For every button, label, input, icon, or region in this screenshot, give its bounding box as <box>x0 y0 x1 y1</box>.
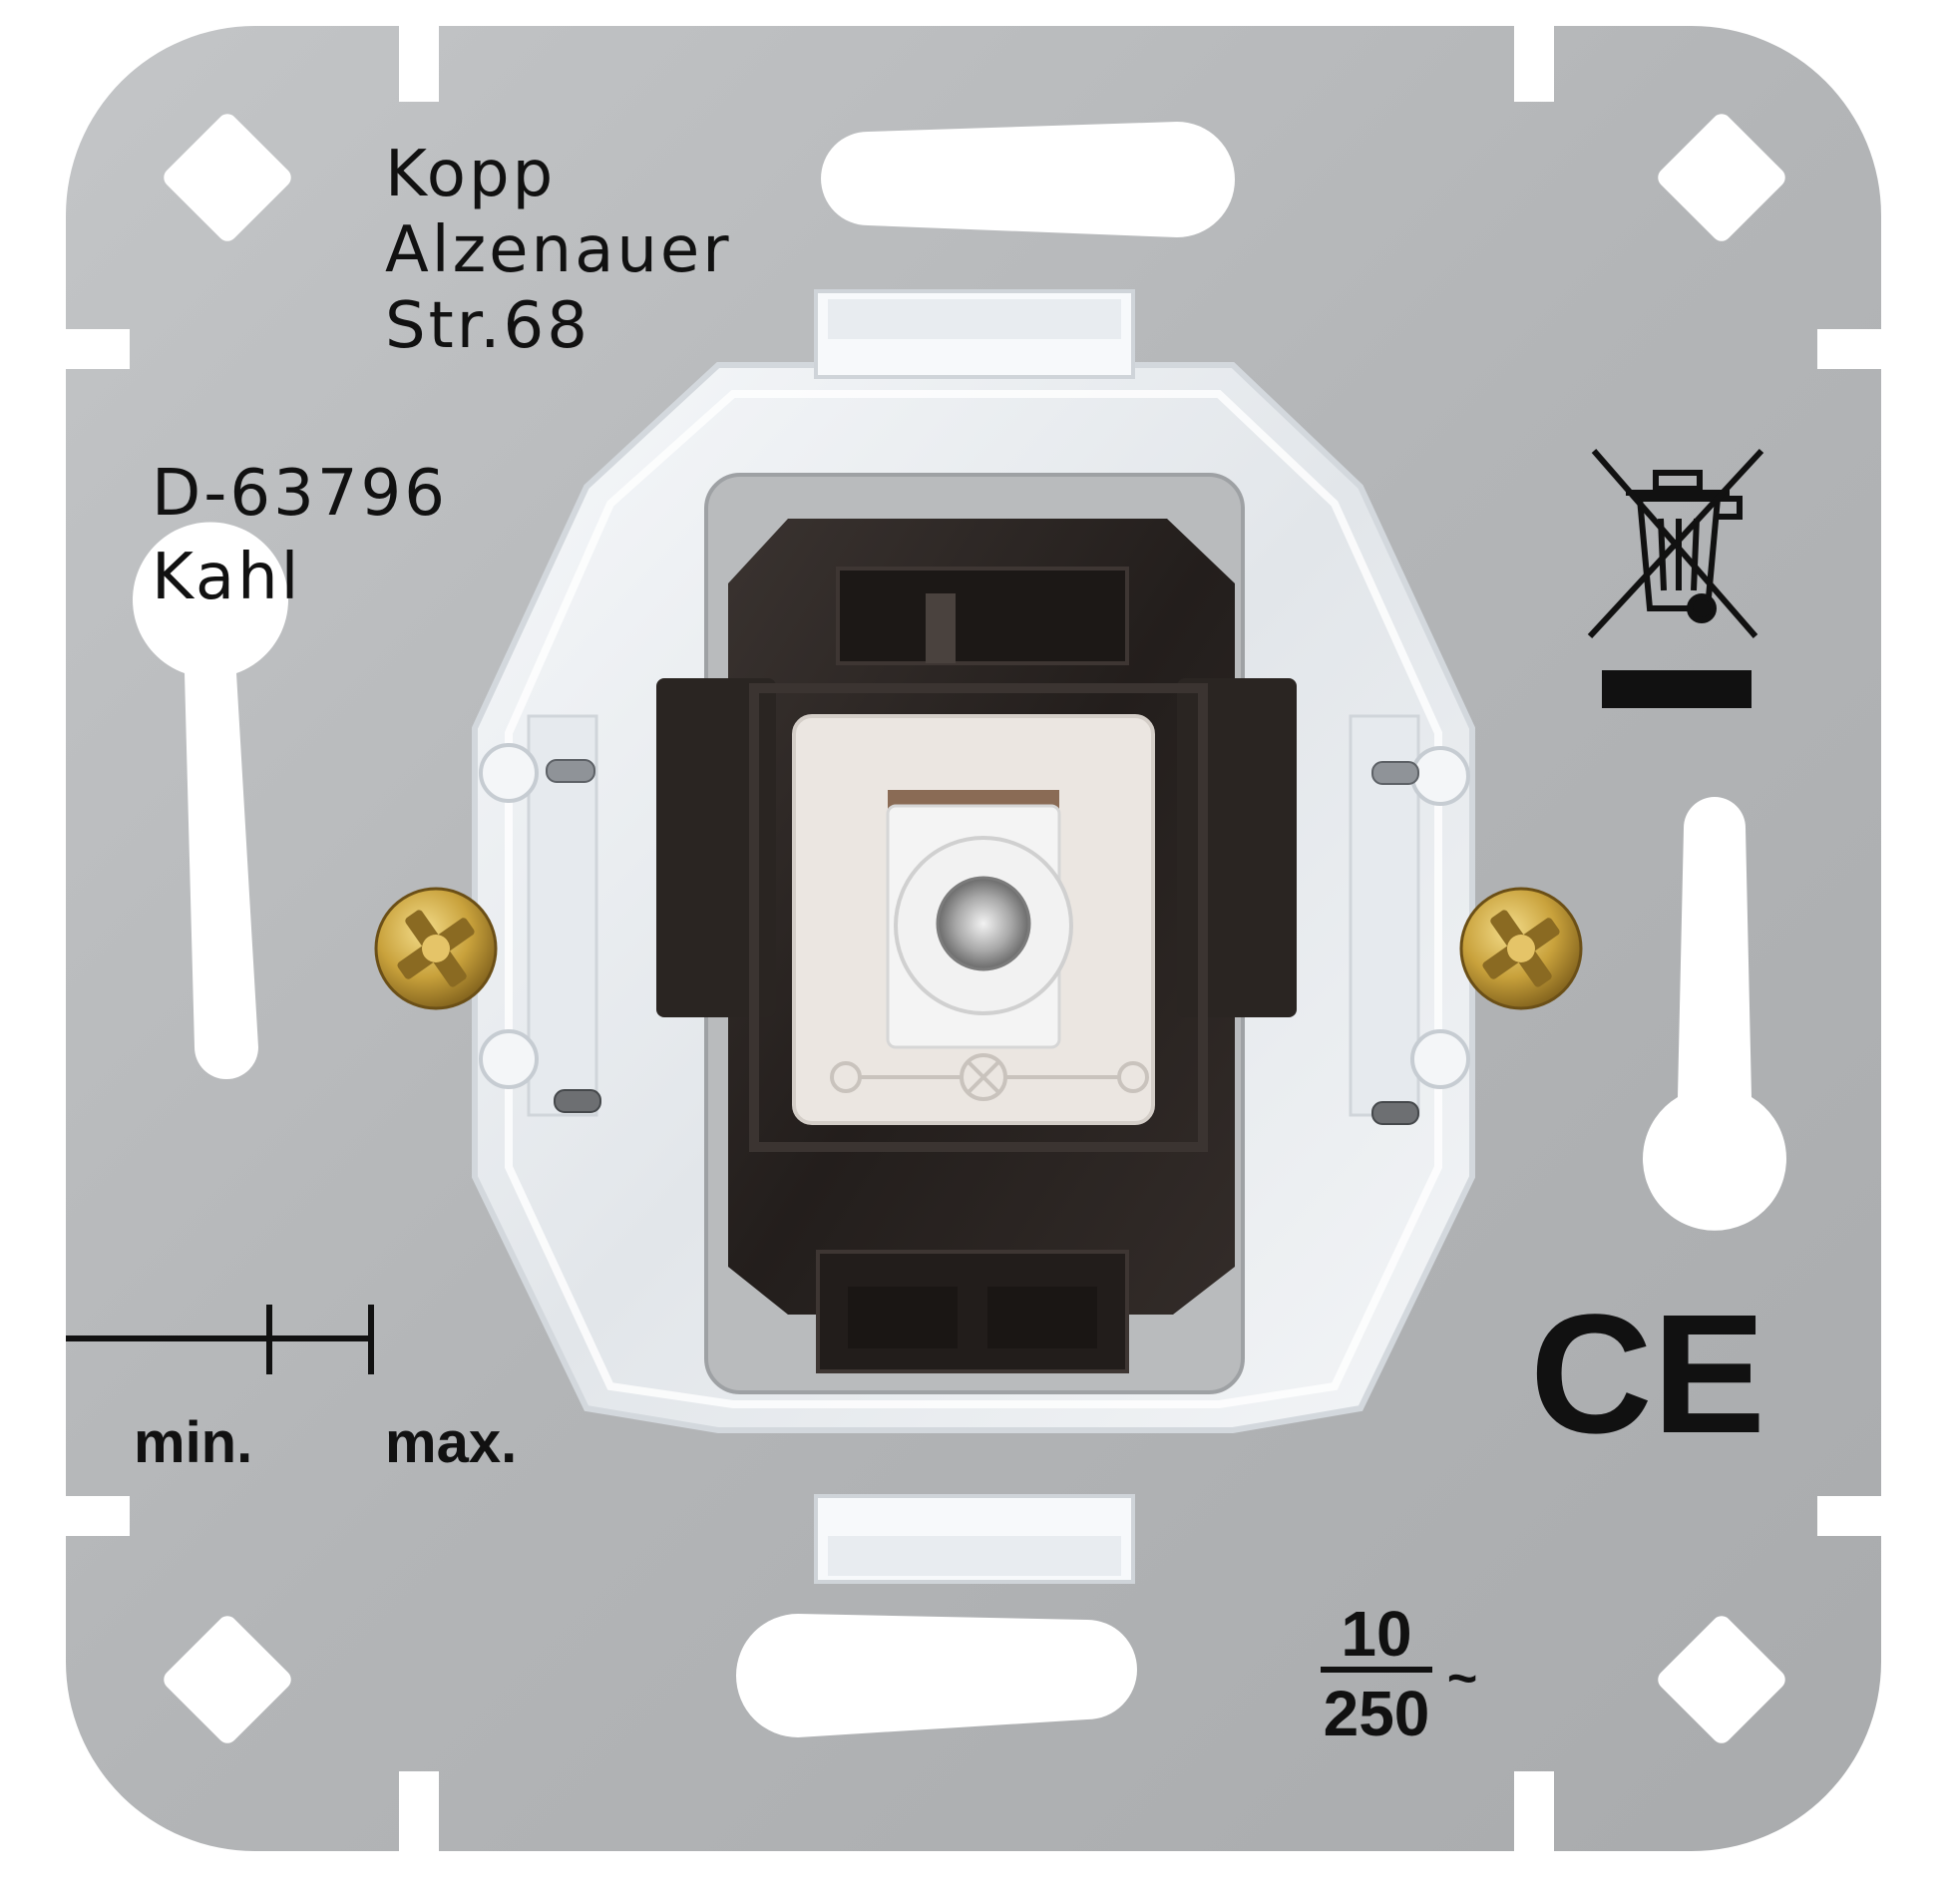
right-notch-bottom <box>1817 1496 1887 1536</box>
ce-mark-text: CE <box>1530 1280 1765 1469</box>
pin-left-bottom <box>554 1089 601 1113</box>
corner-hole-top-right <box>1658 114 1785 241</box>
mechanism-rim <box>749 683 1208 1152</box>
rating-voltage: 250 <box>1324 1678 1430 1749</box>
frame-hole-left-bottom <box>479 1029 539 1089</box>
rating-current: 10 <box>1341 1598 1411 1670</box>
bottom-notch-left <box>399 1771 439 1857</box>
pin-right-bottom <box>1371 1101 1419 1125</box>
left-notch-top <box>60 329 130 369</box>
strip-gauge <box>66 1305 374 1374</box>
imprint-line1: Kopp <box>385 138 556 211</box>
keyhole-slot-top <box>821 122 1235 237</box>
mechanism-bottom-slot-right <box>987 1287 1097 1348</box>
mechanism-clip-left <box>656 678 776 1017</box>
imprint-line3: Str.68 <box>385 289 590 363</box>
gauge-min-label: min. <box>134 1410 252 1475</box>
mechanism-top-latch <box>836 567 1129 665</box>
weee-bar <box>1602 670 1752 708</box>
keyhole-slot-right <box>1642 797 1786 1231</box>
left-notch-bottom <box>60 1496 130 1536</box>
screw-left <box>374 887 498 1010</box>
ce-mark: CE <box>1530 1280 1765 1469</box>
imprint-postcode: D-63796 <box>152 457 448 531</box>
corner-hole-bottom-left <box>164 1616 291 1743</box>
keyhole-slot-bottom <box>736 1614 1137 1737</box>
frame-hole-right-bottom <box>1410 1029 1470 1089</box>
crossed-out-wheelie-bin-icon <box>1587 448 1764 639</box>
top-notch-left <box>399 20 439 102</box>
keyhole-slot-left <box>132 522 288 1079</box>
gauge-max-label: max. <box>385 1410 517 1475</box>
rocker <box>792 714 1155 1125</box>
right-notch-top <box>1817 329 1887 369</box>
lamp-symbol-icon <box>830 1053 1149 1101</box>
frame-hole-left-top <box>479 743 539 803</box>
pin-right-top <box>1371 761 1419 785</box>
top-notch-right <box>1514 20 1554 102</box>
pin-left-top <box>546 759 595 783</box>
frame-hole-right-top <box>1410 746 1470 806</box>
frame-tab-bottom-shade <box>828 1536 1121 1576</box>
frame-highlight <box>505 390 1442 1408</box>
mechanism-clip-right <box>1177 678 1297 1017</box>
corner-hole-top-left <box>164 114 291 241</box>
imprint-city: Kahl <box>152 541 301 614</box>
mechanism-bottom-slot-left <box>848 1287 958 1348</box>
corner-hole-bottom-right <box>1658 1616 1785 1743</box>
frame-tab-top-shade <box>828 299 1121 339</box>
lamp-lens <box>936 876 1031 971</box>
mechanism-top-pin <box>926 593 956 663</box>
screw-right <box>1459 887 1583 1010</box>
rating-ac-symbol: ~ <box>1447 1650 1477 1708</box>
imprint-line2: Alzenauer <box>385 213 732 287</box>
bottom-notch-right <box>1514 1771 1554 1857</box>
